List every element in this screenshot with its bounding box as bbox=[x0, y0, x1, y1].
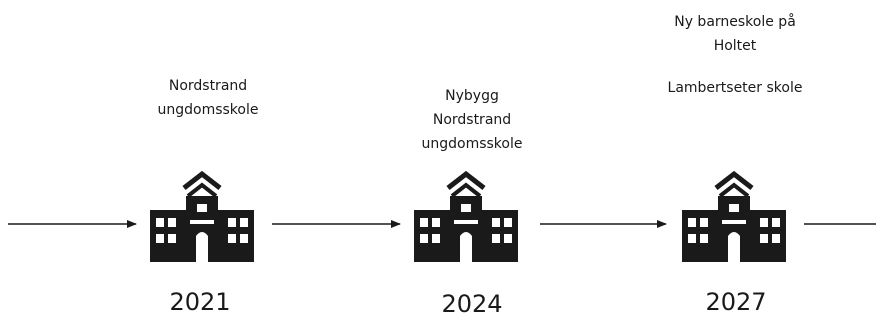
school-building-icon bbox=[410, 170, 522, 262]
milestone-2021-label: Nordstrand ungdomsskole bbox=[157, 78, 259, 118]
milestone-2027-label-2: Lambertseter skole bbox=[667, 80, 803, 96]
milestone-2024-label: Nybygg Nordstrand ungdomsskole bbox=[421, 88, 523, 152]
milestone-2021-year: 2021 bbox=[169, 288, 231, 316]
milestone-2027-label-1: Ny barneskole på Holtet bbox=[674, 14, 796, 54]
milestone-2024-year: 2024 bbox=[441, 290, 503, 318]
school-building-icon bbox=[146, 170, 258, 262]
milestone-2027-year: 2027 bbox=[705, 288, 767, 316]
school-building-icon bbox=[678, 170, 790, 262]
